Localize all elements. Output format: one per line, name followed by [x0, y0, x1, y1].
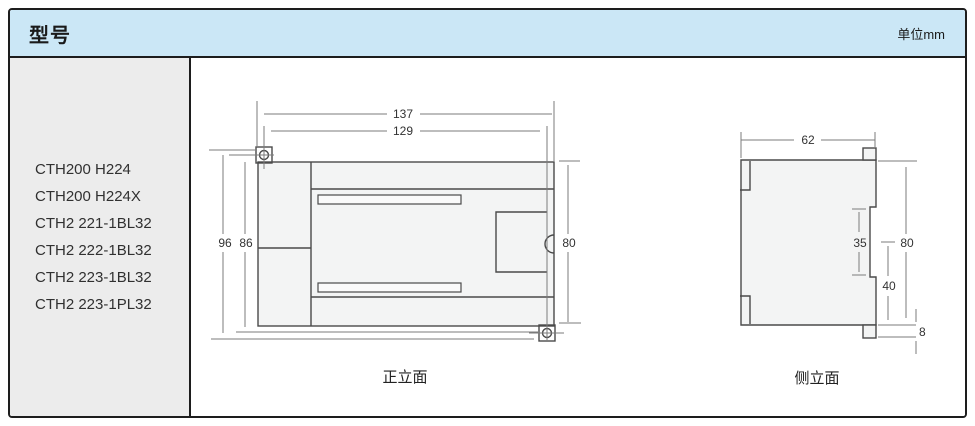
- front-view-caption: 正立面: [382, 369, 427, 386]
- dim-label-137: 137: [393, 107, 413, 121]
- side-view-body: [740, 147, 877, 339]
- rail-tab-top: [862, 147, 877, 161]
- dim-label-62: 62: [801, 133, 815, 147]
- connector-notch: [495, 211, 547, 273]
- panel-frame: 型号 单位mm CTH200 H224 CTH200 H224X CTH2 22…: [8, 8, 967, 418]
- dim-label-80-front: 80: [562, 236, 576, 250]
- dim-front-screw-span: 129: [263, 124, 548, 341]
- vent-slot-bottom: [317, 282, 462, 293]
- dim-side-depth: 62: [740, 132, 876, 158]
- screw-symbol-top-left: [247, 139, 274, 169]
- model-list-item: CTH200 H224: [35, 161, 131, 178]
- model-list-item: CTH2 221-1BL32: [35, 215, 152, 232]
- dim-front-body-height: 86: [229, 154, 253, 327]
- dimension-drawing: 137 129 96: [209, 101, 926, 387]
- side-view: 62 35 80: [740, 132, 926, 387]
- dim-label-8: 8: [919, 325, 926, 339]
- dim-side-lower: 40: [881, 241, 896, 320]
- model-list-item: CTH2 222-1BL32: [35, 242, 152, 259]
- dim-label-35: 35: [853, 236, 867, 250]
- drawing-area: 137 129 96: [191, 58, 965, 416]
- clip-notch-top: [740, 161, 751, 191]
- panel-content: CTH200 H224 CTH200 H224X CTH2 221-1BL32 …: [10, 58, 965, 416]
- dim-side-rail-tab: 8: [878, 309, 926, 354]
- vent-slot-top: [317, 194, 462, 205]
- page-title: 型号: [29, 24, 71, 47]
- model-list-item: CTH2 223-1PL32: [35, 296, 152, 313]
- front-view-body: [257, 161, 555, 327]
- dim-front-outer-height: 96: [209, 149, 256, 333]
- side-view-caption: 侧立面: [794, 370, 839, 387]
- rail-tab-bottom: [862, 324, 877, 339]
- model-list: CTH200 H224 CTH200 H224X CTH2 221-1BL32 …: [10, 58, 191, 416]
- panel-header: 型号 单位mm: [10, 10, 965, 58]
- dim-front-right-height: 80: [559, 160, 581, 324]
- unit-label: 单位mm: [897, 26, 945, 42]
- model-list-item: CTH2 223-1BL32: [35, 269, 152, 286]
- clip-notch-bottom: [740, 295, 751, 324]
- edge-arc: [544, 234, 555, 254]
- dim-label-80-side: 80: [900, 236, 914, 250]
- front-view: 137 129 96: [209, 101, 581, 386]
- model-list-item: CTH200 H224X: [35, 188, 141, 205]
- dim-label-40: 40: [882, 279, 896, 293]
- dim-front-outer-width: 137: [256, 101, 555, 161]
- dim-label-86: 86: [239, 236, 253, 250]
- dim-label-129: 129: [393, 124, 413, 138]
- dim-side-height: 80: [878, 160, 917, 318]
- dim-side-recess: 35: [852, 208, 867, 276]
- front-bottom-extension-lines: [211, 331, 538, 340]
- dim-label-96: 96: [218, 236, 232, 250]
